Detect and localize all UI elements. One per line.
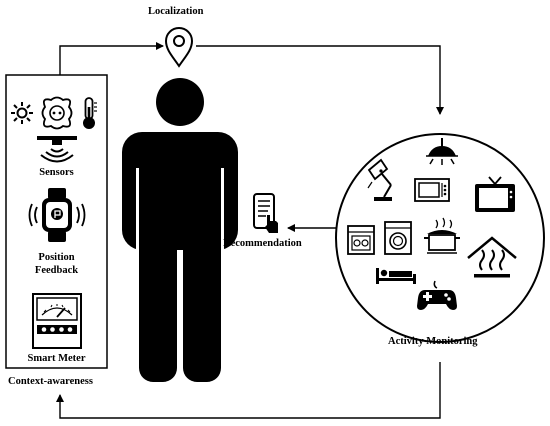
feedback-label: Feedback — [34, 265, 79, 276]
bed-icon — [376, 268, 416, 284]
smartwatch-icon — [28, 188, 86, 242]
house-heating-icon — [467, 236, 517, 278]
ceiling-light-icon — [426, 138, 458, 165]
sensor-waves-icon — [37, 136, 77, 163]
arrow-localization-to-activity — [196, 45, 444, 115]
lamp-icon — [367, 158, 392, 201]
dishwasher-icon — [347, 225, 375, 255]
activity-monitoring-label: Activity Monitoring — [388, 336, 478, 347]
sensors-label: Sensors — [39, 167, 74, 178]
smart-meter-label: Smart Meter — [27, 353, 86, 364]
context-awareness-box — [5, 74, 108, 369]
smart-meter-icon — [32, 293, 82, 349]
arrow-activity-to-context — [56, 362, 441, 419]
recommendation-label: Recommendation — [223, 238, 302, 249]
context-awareness-label: Context-awareness — [8, 376, 93, 387]
flow-lines — [56, 42, 444, 419]
washing-machine-icon — [384, 221, 412, 255]
location-pin-icon — [164, 27, 194, 68]
arrow-context-to-localization — [59, 42, 164, 75]
tv-icon — [475, 176, 515, 212]
localization-label: Localization — [148, 6, 204, 17]
phone-tap-icon — [253, 193, 278, 233]
person-arm-gaps — [136, 168, 224, 384]
socket-icon — [41, 96, 73, 130]
position-label: Position — [38, 252, 75, 263]
microwave-icon — [414, 178, 450, 202]
thermometer-icon — [83, 97, 97, 129]
cooking-pot-icon — [424, 217, 460, 254]
gamepad-icon — [417, 280, 457, 310]
sun-icon — [11, 102, 33, 124]
person-icon — [122, 78, 238, 382]
